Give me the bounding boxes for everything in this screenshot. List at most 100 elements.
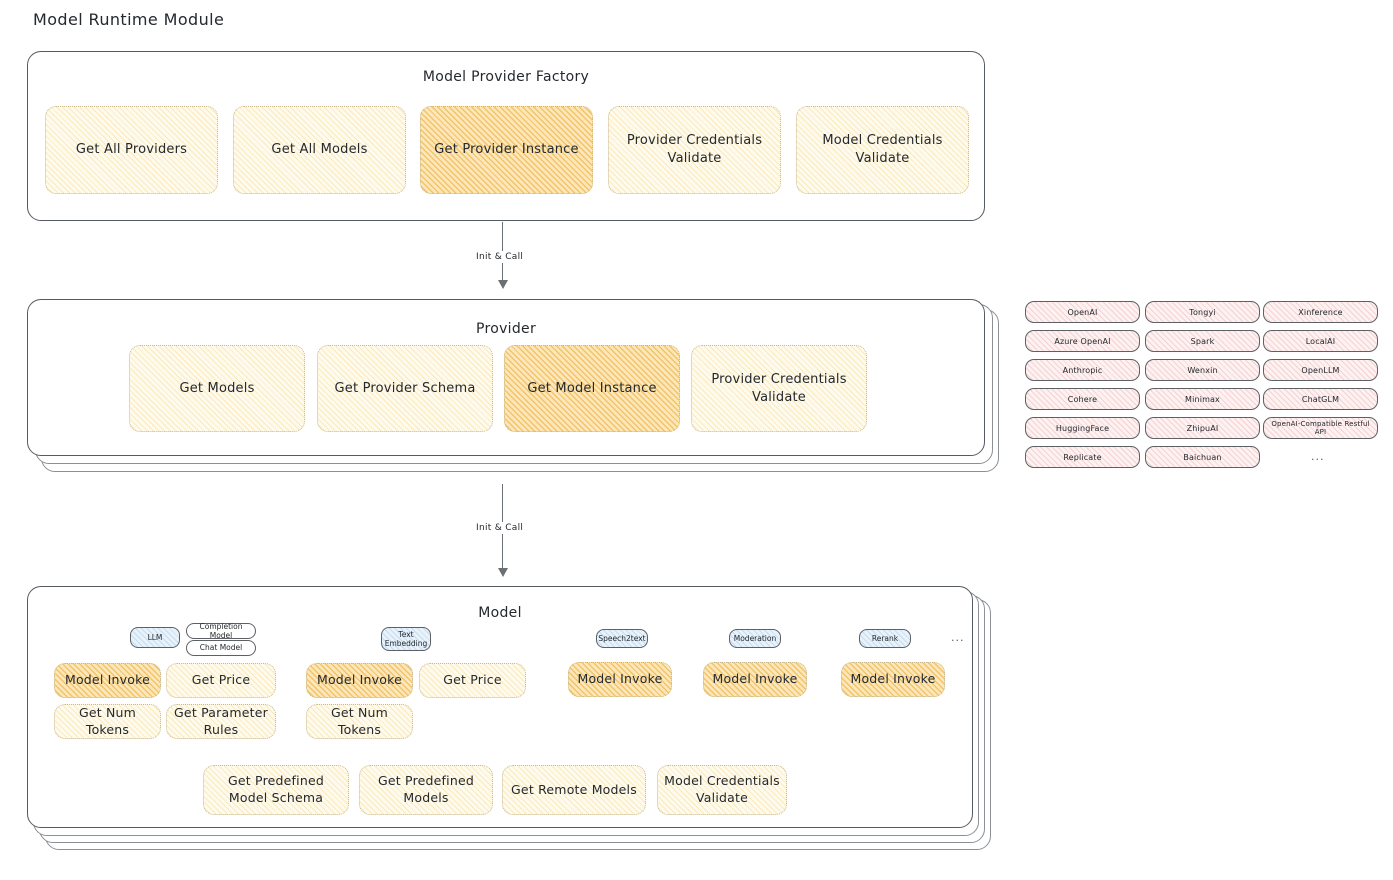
node-speech2text-model-invoke[interactable]: Model Invoke — [568, 662, 672, 697]
chip-label: Spark — [1190, 336, 1215, 346]
node-label: Get All Providers — [75, 142, 188, 158]
provider-chip-replicate[interactable]: Replicate — [1025, 446, 1140, 468]
model-title: Model — [478, 605, 522, 621]
node-get-predefined-model-schema[interactable]: Get Predefined Model Schema — [203, 765, 349, 815]
chip-label: LocalAI — [1305, 336, 1336, 346]
arrow-factory-to-provider-label: Init & Call — [472, 251, 528, 263]
node-provider-credentials-validate[interactable]: Provider Credentials Validate — [608, 106, 781, 194]
chip-label: ZhipuAI — [1186, 423, 1219, 433]
chip-label: Baichuan — [1183, 452, 1222, 462]
provider-chip-openai-compatible-restful-api[interactable]: OpenAI-Compatible Restful API — [1263, 417, 1378, 439]
node-label: Model Credentials Validate — [822, 133, 943, 166]
badge-label: Rerank — [871, 633, 899, 643]
node-text-embedding-get-price[interactable]: Get Price — [419, 663, 526, 698]
model-type-badge-moderation[interactable]: Moderation — [729, 629, 781, 648]
provider-chip-minimax[interactable]: Minimax — [1145, 388, 1260, 410]
provider-chip-xinference[interactable]: Xinference — [1263, 301, 1378, 323]
node-rerank-model-invoke[interactable]: Model Invoke — [841, 662, 945, 697]
node-label: Model Invoke — [577, 671, 663, 687]
node-label: Get Price — [191, 672, 251, 688]
chip-label: ChatGLM — [1301, 394, 1340, 404]
provider-chip-spark[interactable]: Spark — [1145, 330, 1260, 352]
node-get-provider-schema[interactable]: Get Provider Schema — [317, 345, 493, 432]
chip-label: OpenLLM — [1301, 365, 1340, 375]
badge-label: Speech2text — [598, 633, 646, 643]
node-label: Get Models — [179, 380, 255, 396]
node-label: Get Model Instance — [527, 380, 657, 396]
badge-label: Chat Model — [199, 643, 243, 653]
node-label: Get Predefined Models — [378, 773, 474, 805]
model-type-badge-rerank[interactable]: Rerank — [859, 629, 911, 648]
provider-chip-tongyi[interactable]: Tongyi — [1145, 301, 1260, 323]
provider-chip-chatglm[interactable]: ChatGLM — [1263, 388, 1378, 410]
node-get-provider-instance[interactable]: Get Provider Instance — [420, 106, 593, 194]
chip-label: Xinference — [1298, 307, 1343, 317]
chip-label: Cohere — [1067, 394, 1098, 404]
node-llm-get-parameter-rules[interactable]: Get Parameter Rules — [166, 704, 276, 739]
chip-label: Wenxin — [1187, 365, 1218, 375]
badge-label: LLM — [147, 632, 163, 642]
provider-list-more-ellipsis: ... — [1311, 450, 1325, 463]
chip-label: Minimax — [1185, 394, 1220, 404]
chip-label: OpenAI — [1067, 307, 1098, 317]
node-label: Get Num Tokens — [330, 704, 389, 737]
badge-label: Completion Model — [199, 621, 243, 640]
chip-label: OpenAI-Compatible Restful API — [1271, 420, 1370, 436]
model-provider-factory-title: Model Provider Factory — [422, 69, 590, 85]
node-get-predefined-models[interactable]: Get Predefined Models — [359, 765, 493, 815]
node-get-models[interactable]: Get Models — [129, 345, 305, 432]
provider-chip-localai[interactable]: LocalAI — [1263, 330, 1378, 352]
page-title: Model Runtime Module — [33, 10, 225, 29]
node-get-all-providers[interactable]: Get All Providers — [45, 106, 218, 194]
node-label: Get Remote Models — [511, 781, 637, 797]
chip-label: Replicate — [1063, 452, 1102, 462]
node-llm-get-price[interactable]: Get Price — [166, 663, 276, 698]
provider-chip-wenxin[interactable]: Wenxin — [1145, 359, 1260, 381]
provider-chip-openai[interactable]: OpenAI — [1025, 301, 1140, 323]
arrow-provider-to-model-head — [498, 568, 508, 577]
node-label: Get Num Tokens — [78, 704, 137, 737]
provider-chip-anthropic[interactable]: Anthropic — [1025, 359, 1140, 381]
arrow-factory-to-provider-head — [498, 280, 508, 289]
node-label: Provider Credentials Validate — [626, 133, 763, 166]
model-types-more-ellipsis: ... — [951, 631, 965, 644]
node-label: Model Invoke — [712, 671, 798, 687]
provider-title: Provider — [475, 321, 537, 337]
provider-chip-azure-openai[interactable]: Azure OpenAI — [1025, 330, 1140, 352]
node-text-embedding-model-invoke[interactable]: Model Invoke — [306, 663, 413, 698]
node-llm-get-num-tokens[interactable]: Get Num Tokens — [54, 704, 161, 739]
node-label: Get Predefined Model Schema — [228, 773, 324, 805]
model-type-badge-llm[interactable]: LLM — [130, 627, 180, 648]
provider-chip-cohere[interactable]: Cohere — [1025, 388, 1140, 410]
model-subtype-badge-chat-model[interactable]: Chat Model — [186, 640, 256, 656]
provider-chip-zhipuai[interactable]: ZhipuAI — [1145, 417, 1260, 439]
node-get-model-instance[interactable]: Get Model Instance — [504, 345, 680, 432]
node-label: Get Price — [443, 672, 502, 688]
node-label: Model Invoke — [64, 672, 151, 688]
model-type-badge-text-embedding[interactable]: Text Embedding — [381, 627, 431, 651]
node-label: Model Credentials Validate — [664, 773, 780, 805]
node-model-credentials-validate[interactable]: Model Credentials Validate — [796, 106, 969, 194]
model-subtype-badge-completion-model[interactable]: Completion Model — [186, 621, 256, 640]
node-label: Get Provider Instance — [434, 142, 579, 158]
badge-label: Text Embedding — [384, 629, 428, 648]
chip-label: Azure OpenAI — [1054, 336, 1111, 346]
node-get-remote-models[interactable]: Get Remote Models — [502, 765, 646, 815]
provider-chip-openllm[interactable]: OpenLLM — [1263, 359, 1378, 381]
node-text-embedding-get-num-tokens[interactable]: Get Num Tokens — [306, 704, 413, 739]
node-label: Get Provider Schema — [334, 380, 476, 396]
node-label: Model Invoke — [316, 672, 403, 688]
node-model-credentials-validate-2[interactable]: Model Credentials Validate — [657, 765, 787, 815]
node-moderation-model-invoke[interactable]: Model Invoke — [703, 662, 807, 697]
provider-chip-baichuan[interactable]: Baichuan — [1145, 446, 1260, 468]
node-provider-credentials-validate-2[interactable]: Provider Credentials Validate — [691, 345, 867, 432]
node-llm-model-invoke[interactable]: Model Invoke — [54, 663, 161, 698]
node-label: Model Invoke — [850, 671, 936, 687]
node-get-all-models[interactable]: Get All Models — [233, 106, 406, 194]
model-type-badge-speech2text[interactable]: Speech2text — [596, 629, 648, 648]
chip-label: Anthropic — [1062, 365, 1103, 375]
arrow-provider-to-model-label: Init & Call — [472, 522, 528, 534]
provider-chip-huggingface[interactable]: HuggingFace — [1025, 417, 1140, 439]
chip-label: HuggingFace — [1055, 423, 1110, 433]
